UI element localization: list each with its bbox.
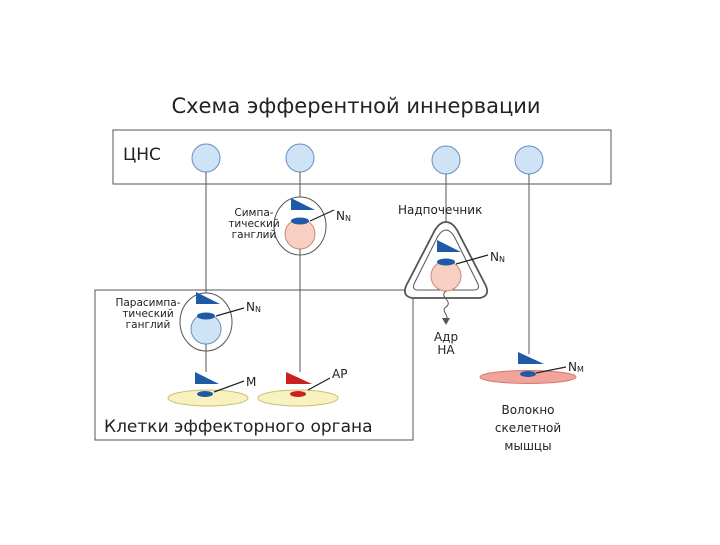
parasymp-receptor	[197, 312, 215, 320]
svg-text:тический: тический	[228, 218, 279, 230]
svg-text:скелетной: скелетной	[495, 421, 561, 435]
svg-text:Адр: Адр	[434, 330, 458, 344]
ar-label: АР	[332, 367, 347, 381]
adrenal-label: Надпочечник	[398, 203, 482, 217]
nn-symp-label: NN	[336, 209, 351, 223]
nn-symp-pointer	[309, 209, 335, 222]
svg-text:Парасимпа-: Парасимпа-	[115, 297, 180, 309]
cns-neuron-sympathetic	[285, 143, 315, 173]
svg-text:Симпа-: Симпа-	[234, 207, 273, 219]
svg-text:мышцы: мышцы	[504, 439, 551, 453]
nn-adrenal-pointer	[455, 254, 489, 265]
nn-parasymp-label: NN	[246, 300, 261, 314]
ar-receptor	[290, 391, 306, 397]
parasymp-preganglionic-terminal	[196, 292, 220, 304]
symp-preganglionic-terminal	[291, 198, 315, 210]
svg-text:тический: тический	[122, 308, 173, 320]
adrenal-secretion-path	[443, 290, 449, 321]
cns-neuron-parasympathetic	[191, 143, 221, 173]
nm-pointer	[535, 366, 567, 374]
nm-label: NM	[568, 360, 584, 374]
skeletal-label: Волокно скелетной мышцы	[495, 403, 561, 453]
m-receptor	[197, 391, 213, 397]
diagram-title: Схема эфферентной иннервации	[171, 94, 540, 118]
effector-cell-m	[167, 389, 249, 407]
adrenal-receptor	[437, 258, 455, 266]
cns-neuron-adrenal	[431, 145, 461, 175]
m-pointer	[213, 380, 245, 393]
symp-receptor	[291, 217, 309, 225]
effector-cell-ar	[257, 389, 339, 407]
adrenal-secretion-label: Адр НА	[434, 330, 458, 357]
effector-label: Клетки эффекторного органа	[104, 417, 373, 437]
cns-neuron-somatic	[514, 145, 544, 175]
symp-terminal	[286, 372, 312, 384]
symp-ganglion-label: Симпа- тический ганглий	[228, 207, 279, 241]
cns-label: ЦНС	[123, 145, 161, 165]
adrenal-preganglionic-terminal	[437, 240, 461, 252]
svg-text:ганглий: ганглий	[126, 319, 171, 331]
effector-box	[94, 289, 414, 441]
nn-parasymp-pointer	[215, 307, 245, 317]
ar-pointer	[307, 377, 331, 391]
nn-adrenal-label: NN	[490, 250, 505, 264]
svg-text:ганглий: ганглий	[232, 229, 277, 241]
parasymp-ganglion-label: Парасимпа- тический ганглий	[115, 297, 180, 331]
svg-text:Волокно: Волокно	[501, 403, 554, 417]
adrenal-secretion-arrow	[442, 318, 450, 325]
nm-receptor	[520, 371, 536, 377]
somatic-terminal	[518, 352, 544, 364]
svg-text:НА: НА	[437, 343, 455, 357]
m-label: M	[246, 375, 256, 389]
parasymp-terminal	[195, 372, 219, 384]
